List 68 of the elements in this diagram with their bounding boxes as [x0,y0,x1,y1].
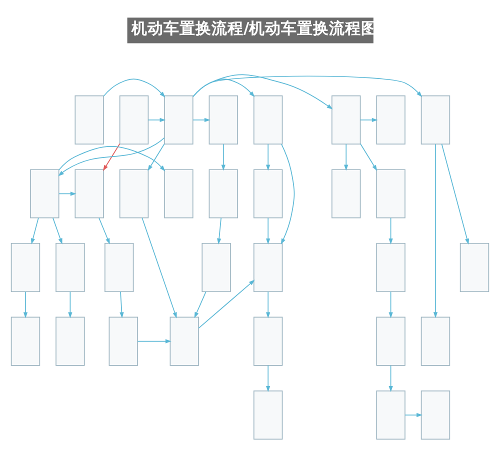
node-box [56,316,85,366]
arrow [30,218,39,244]
node-box [376,316,406,366]
node-box [104,242,134,292]
node-box [253,316,283,366]
arrow [266,291,270,318]
arrow [98,218,110,244]
node-box [108,316,138,366]
node-box [376,95,406,144]
arrow [192,74,333,110]
node-box [56,242,85,292]
arrow [360,143,378,171]
arrow [58,146,166,172]
arrow [404,412,423,418]
node-box [376,242,406,292]
node-box [376,169,406,218]
node-box [253,169,283,218]
arrow [198,280,255,329]
node-box [253,390,283,440]
arrow [266,144,270,171]
node-box [376,390,406,440]
arrow [68,291,72,318]
arrow [23,291,28,318]
arrow [388,291,393,318]
node-box [164,95,194,144]
arrow [58,137,165,176]
arrow [388,365,393,392]
arrow [360,118,378,122]
arrow [344,144,348,171]
node-box [202,242,231,292]
arrow [148,143,165,171]
node-box [208,169,238,218]
arrow [266,365,270,392]
node-box [420,390,450,440]
node-box [420,316,450,366]
arrow [52,218,62,244]
arrow [148,118,166,122]
arrow [103,78,166,98]
node-box [10,316,40,366]
node-box [460,242,490,292]
node-box [119,95,149,144]
arrow [102,143,120,171]
node-box [332,169,361,218]
node-box [420,95,450,144]
node-box [253,95,283,144]
arrow [58,192,76,196]
node-box [10,242,40,292]
arrow [280,144,295,245]
node-box [332,95,361,144]
node-box [30,169,60,218]
arrow [388,218,393,244]
arrow [194,291,206,318]
node-box [170,316,199,366]
node-box [74,95,104,144]
node-box [119,169,149,218]
node-box [253,242,283,292]
arrow [266,218,270,244]
arrow [217,218,222,244]
node-box [74,169,104,218]
arrow [192,118,210,122]
arrow [221,144,226,171]
arrow [433,144,438,318]
arrow [142,218,177,318]
arrow [137,339,172,344]
node-box [208,95,238,144]
arrow [120,291,124,318]
arrow [441,144,470,245]
node-box [164,169,194,218]
